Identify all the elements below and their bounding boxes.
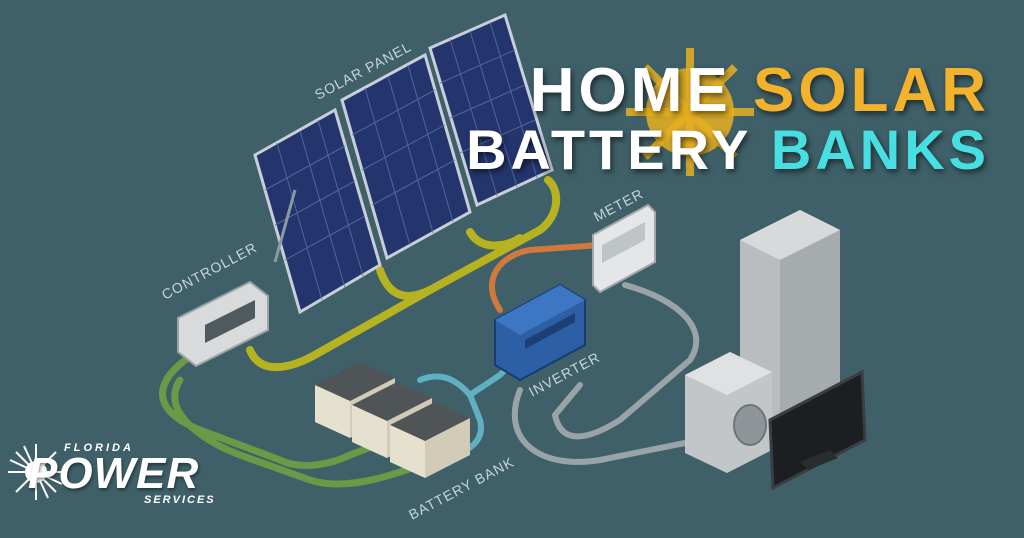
starburst-icon: [8, 444, 64, 500]
headline-word-banks: BANKS: [770, 118, 990, 181]
load-cable: [552, 282, 700, 440]
panel-cable: [376, 176, 561, 300]
washing-machine: [685, 352, 772, 473]
headline-word-solar: SOLAR: [753, 56, 990, 125]
television: [768, 369, 867, 491]
headline-word-home: HOME: [529, 56, 732, 125]
ground-cable-2: [171, 376, 424, 488]
solar-panel-array: [253, 12, 554, 315]
sun-icon: [626, 48, 754, 176]
logo-main-text: POWER: [28, 449, 200, 498]
electric-meter: [592, 203, 656, 294]
logo-top-text: FLORIDA: [64, 442, 134, 454]
logo-sub-text: SERVICES: [144, 494, 216, 506]
charge-controller: [177, 280, 269, 368]
panel-cable-2: [466, 228, 524, 250]
headline-word-battery: BATTERY: [466, 118, 752, 181]
controller-cable: [246, 286, 434, 372]
load-cable-2: [511, 387, 703, 465]
headline-line-2: BATTERY BANKS: [466, 122, 990, 178]
ac-cable: [488, 242, 603, 313]
headline-line-1: HOME SOLAR: [530, 60, 990, 122]
inverter: [494, 283, 586, 382]
battery-bank: [315, 362, 470, 478]
florida-power-services-logo: FLORIDA POWER SERVICES: [6, 428, 246, 518]
